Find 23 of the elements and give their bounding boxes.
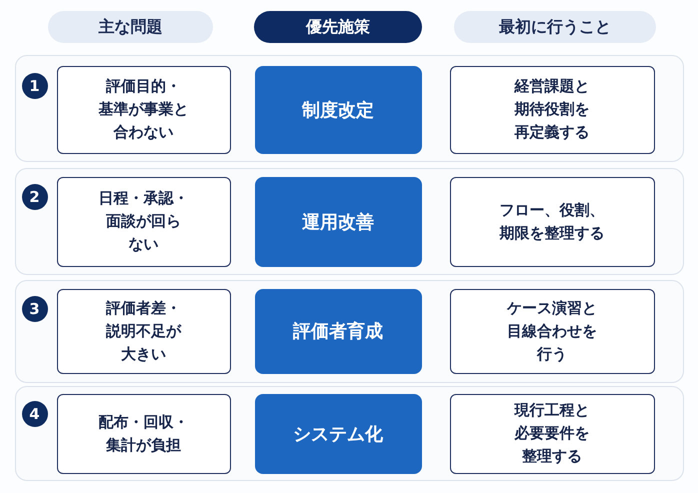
column-header: 最初に行うこと: [454, 11, 656, 43]
problem-box: 配布・回収・集計が負担: [56, 394, 230, 474]
row-panel: [15, 386, 684, 481]
column-header: 主な問題: [48, 11, 213, 43]
row-panel: [15, 55, 684, 162]
step-number: 3: [22, 296, 48, 322]
step-number: 2: [22, 184, 48, 210]
column-header: 優先施策: [254, 11, 422, 43]
measure-box: 運用改善: [254, 176, 422, 266]
problem-box: 評価目的・基準が事業と合わない: [56, 66, 230, 154]
problem-box: 日程・承認・面談が回らない: [56, 176, 230, 266]
row-panel: [15, 168, 684, 275]
step-number: 4: [22, 400, 48, 426]
step-number: 1: [22, 72, 48, 98]
row-panel: [15, 280, 684, 383]
problem-box: 評価者差・説明不足が大きい: [56, 288, 230, 374]
measure-box: 評価者育成: [254, 288, 422, 374]
action-box: 経営課題と期待役割を再定義する: [450, 66, 654, 154]
measure-box: 制度改定: [254, 66, 422, 154]
measure-box: システム化: [254, 394, 422, 474]
action-box: 現行工程と必要要件を整理する: [450, 394, 654, 474]
action-box: フロー、役割、期限を整理する: [450, 176, 654, 266]
action-box: ケース演習と目線合わせを行う: [450, 288, 654, 374]
